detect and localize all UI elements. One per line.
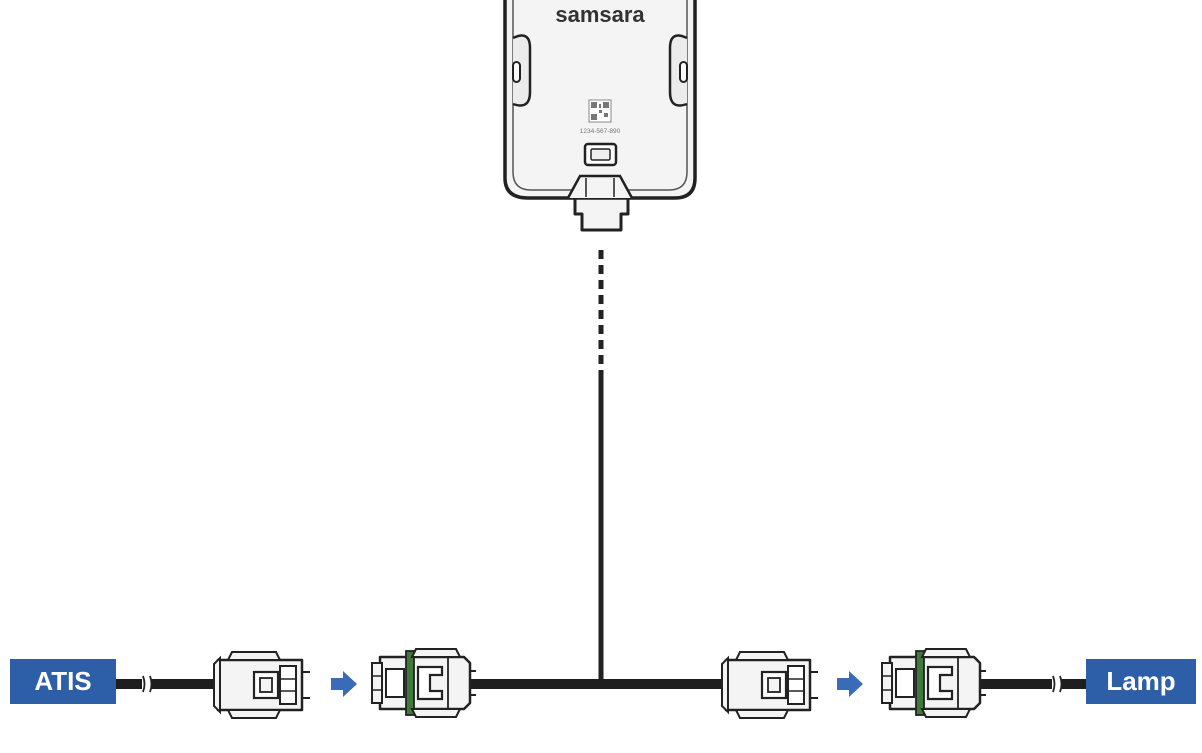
- mount-slot-right: [679, 61, 688, 83]
- connector-female-right: [880, 647, 988, 719]
- arrow-right-icon: [837, 671, 863, 697]
- mount-slot-left: [512, 61, 521, 83]
- qr-code-icon: [588, 99, 612, 123]
- arrow-right-icon: [331, 671, 357, 697]
- connector-male-right: [720, 650, 820, 720]
- device-brand-text: samsara: [555, 2, 645, 27]
- atis-label: ATIS: [10, 659, 116, 704]
- samsara-gateway-device: samsara 1234-567-890: [503, 0, 697, 232]
- device-serial-text: 1234-567-890: [580, 128, 621, 135]
- cable-break-icon: [1052, 675, 1063, 693]
- lamp-label: Lamp: [1086, 659, 1196, 704]
- connector-female-left: [370, 647, 478, 719]
- cable-break-icon: [142, 675, 153, 693]
- connector-male-left: [212, 650, 312, 720]
